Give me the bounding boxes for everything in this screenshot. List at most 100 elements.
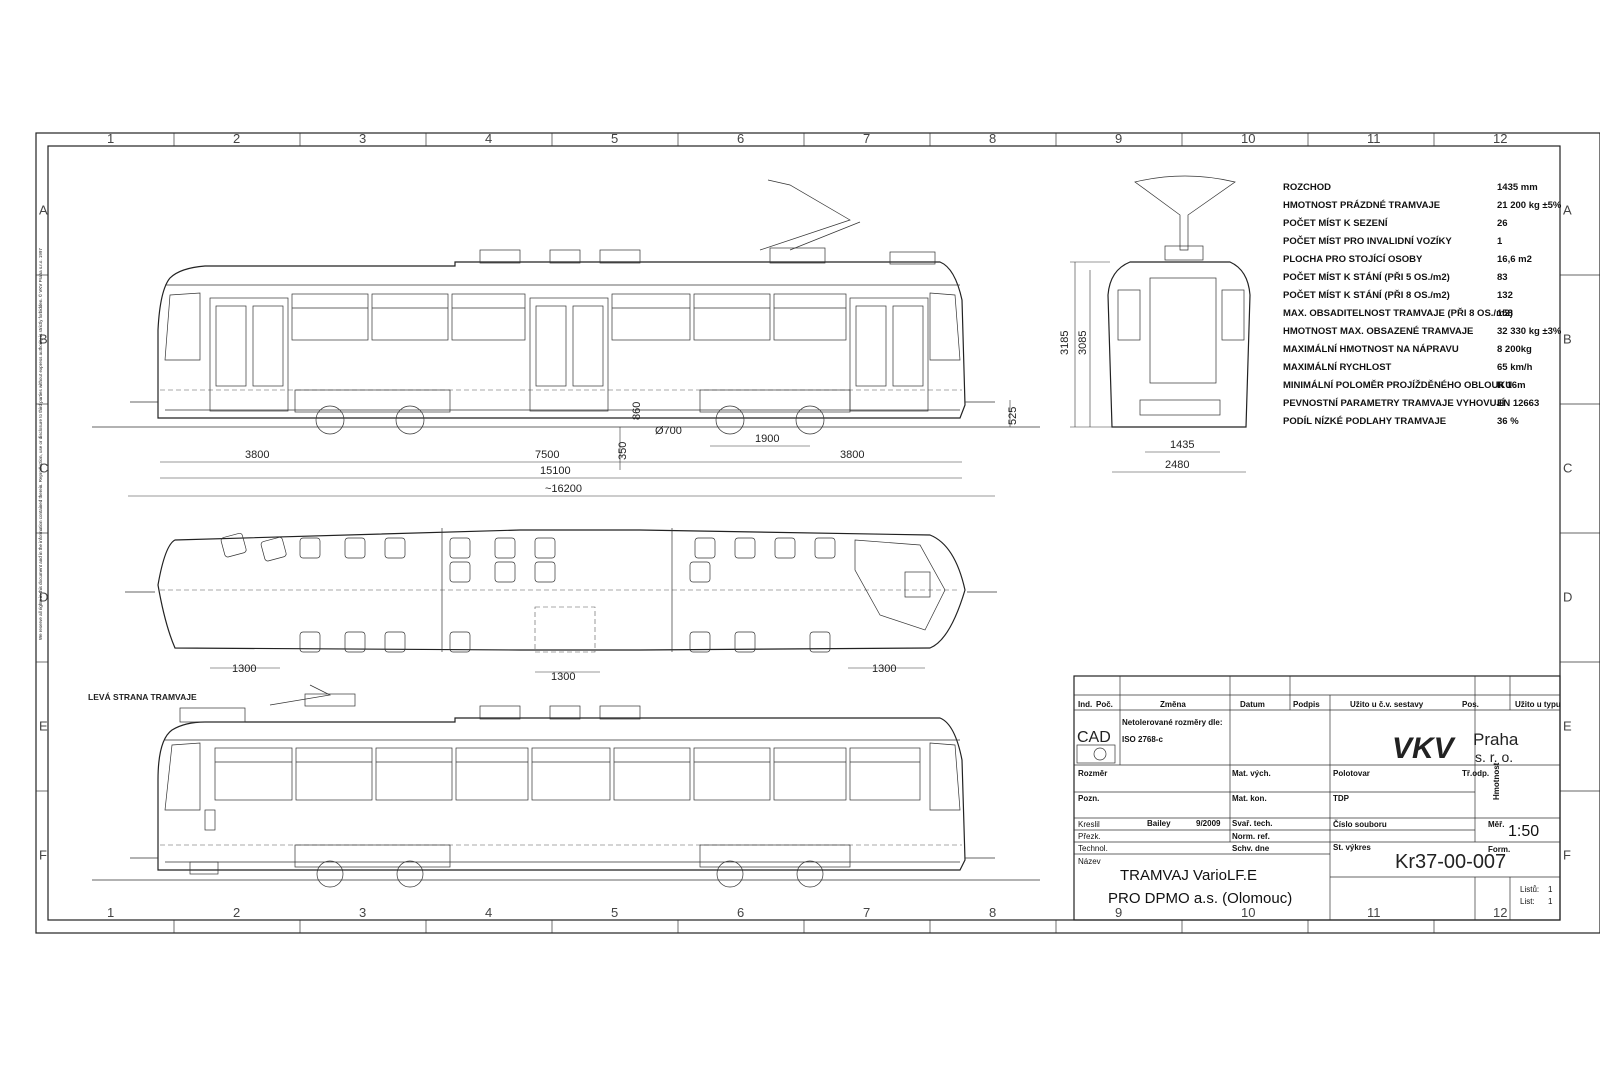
left-side-label: LEVÁ STRANA TRAMVAJE [88,692,197,702]
spec-value: 16,6 m2 [1497,254,1532,265]
grid-col-label: 5 [611,905,618,920]
dim-3185: 3185 [1059,331,1071,355]
grid-col-label: 8 [989,905,996,920]
spec-value: 1 [1497,236,1503,247]
tb-list-label: List: [1520,897,1535,906]
spec-value: 36 % [1497,416,1519,427]
spec-label: PLOCHA PRO STOJÍCÍ OSOBY [1283,254,1423,265]
dim-3800-left: 3800 [245,449,269,461]
grid-col-label: 10 [1241,131,1255,146]
dim-1300-center: 1300 [551,671,575,683]
grid-row-label: B [1563,332,1572,347]
dim-860: 860 [631,402,643,420]
drawing-number: Kr37-00-007 [1395,851,1506,873]
copyright-note: We reserve all rights in this document a… [37,248,43,640]
spec-value: R 16m [1497,380,1526,391]
grid-row-label: A [1563,203,1572,218]
dim-15100: 15100 [540,465,571,477]
tb-st-vykres: St. výkres [1333,843,1371,852]
tb-mat-vych: Mat. vých. [1232,769,1271,778]
drawing-title-2: PRO DPMO a.s. (Olomouc) [1108,890,1292,907]
tb-polotovar: Polotovar [1333,769,1370,778]
spec-value: 1435 mm [1497,182,1538,193]
tb-form: Form. [1488,845,1510,854]
tb-kreslil-date: 9/2009 [1196,819,1221,828]
spec-value: EN 12663 [1497,398,1539,409]
grid-col-label: 12 [1493,905,1507,920]
grid-col-label: 3 [359,905,366,920]
grid-col-label: 8 [989,131,996,146]
dim-525: 525 [1007,407,1019,425]
grid-col-label: 9 [1115,905,1122,920]
spec-value: 132 [1497,290,1513,301]
spec-value: 32 330 kg ±3% [1497,326,1562,337]
tb-datum: Datum [1240,700,1265,709]
grid-col-label: 6 [737,131,744,146]
grid-col-label: 2 [233,905,240,920]
spec-label: POČET MÍST K STÁNÍ (PŘI 5 OS./m2) [1283,271,1450,283]
dim-1900: 1900 [755,433,779,445]
tram-plan-view: 1300 1300 1300 [125,528,997,683]
grid-row-label: F [1563,848,1571,863]
spec-value: 65 km/h [1497,362,1533,373]
dim-2480: 2480 [1165,459,1189,471]
spec-label: PEVNOSTNÍ PARAMETRY TRAMVAJE VYHOVUJÍ [1283,398,1505,409]
spec-label: HMOTNOST MAX. OBSAZENÉ TRAMVAJE [1283,326,1473,337]
tb-mat-kon: Mat. kon. [1232,794,1267,803]
grid-row-label: E [1563,719,1572,734]
dim-1435: 1435 [1170,439,1194,451]
tb-cislo-souboru: Číslo souboru [1333,820,1387,829]
spec-label: ROZCHOD [1283,182,1331,193]
grid-col-label: 2 [233,131,240,146]
grid-col-label: 7 [863,905,870,920]
tb-podpis: Podpis [1293,700,1320,709]
tb-rozmer: Rozměr [1078,769,1107,778]
tb-norm-ref: Norm. ref. [1232,832,1270,841]
grid-col-label: 4 [485,905,492,920]
tb-nazev: Název [1078,857,1101,866]
tb-pos: Pos. [1462,700,1479,709]
tb-cad: CAD [1077,729,1111,746]
grid-row-label: C [39,461,48,476]
grid-col-label: 1 [107,131,114,146]
tram-side-view-left [92,684,1040,888]
grid-row-label: A [39,203,48,218]
tb-listu: 1 [1548,885,1553,894]
tb-tolerance2: ISO 2768-c [1122,735,1163,744]
tb-tr-odp: Tř.odp. [1462,769,1489,778]
tb-ind: Ind. [1078,700,1092,709]
tb-meritko-label: Měř. [1488,820,1504,829]
grid-row-label: D [1563,590,1572,605]
grid-col-label: 5 [611,131,618,146]
dim-3800-right: 3800 [840,449,864,461]
grid-row-label: B [39,332,48,347]
tb-zmena: Změna [1160,700,1186,709]
spec-label: PODÍL NÍZKÉ PODLAHY TRAMVAJE [1283,416,1446,427]
grid-col-label: 1 [107,905,114,920]
tb-meritko: 1:50 [1508,823,1539,840]
spec-value: 21 200 kg ±5% [1497,200,1562,211]
tram-side-view-right [92,179,1040,435]
grid-row-label: F [39,848,47,863]
company-name-2: s. r. o. [1475,749,1513,765]
tram-front-view: 3185 3085 1435 2480 [1059,175,1251,473]
grid-ticks [36,133,1600,933]
dim-700: Ø700 [655,425,682,437]
spec-value: 158 [1497,308,1513,319]
grid-col-label: 9 [1115,131,1122,146]
spec-label: MAX. OBSADITELNOST TRAMVAJE (PŘI 8 OS./m… [1283,307,1513,319]
tb-list: 1 [1548,897,1553,906]
tb-uzito: Užito u č.v. sestavy [1350,700,1424,709]
spec-value: 83 [1497,272,1508,283]
spec-label: POČET MÍST K SEZENÍ [1283,217,1388,229]
grid-col-label: 11 [1367,905,1381,920]
grid-row-label: D [39,590,48,605]
grid-col-label: 10 [1241,905,1255,920]
tb-technol: Technol. [1078,844,1108,853]
tb-tolerance1: Netolerované rozměry dle: [1122,718,1222,727]
spec-value: 8 200kg [1497,344,1532,355]
tb-tdp: TDP [1333,794,1350,803]
